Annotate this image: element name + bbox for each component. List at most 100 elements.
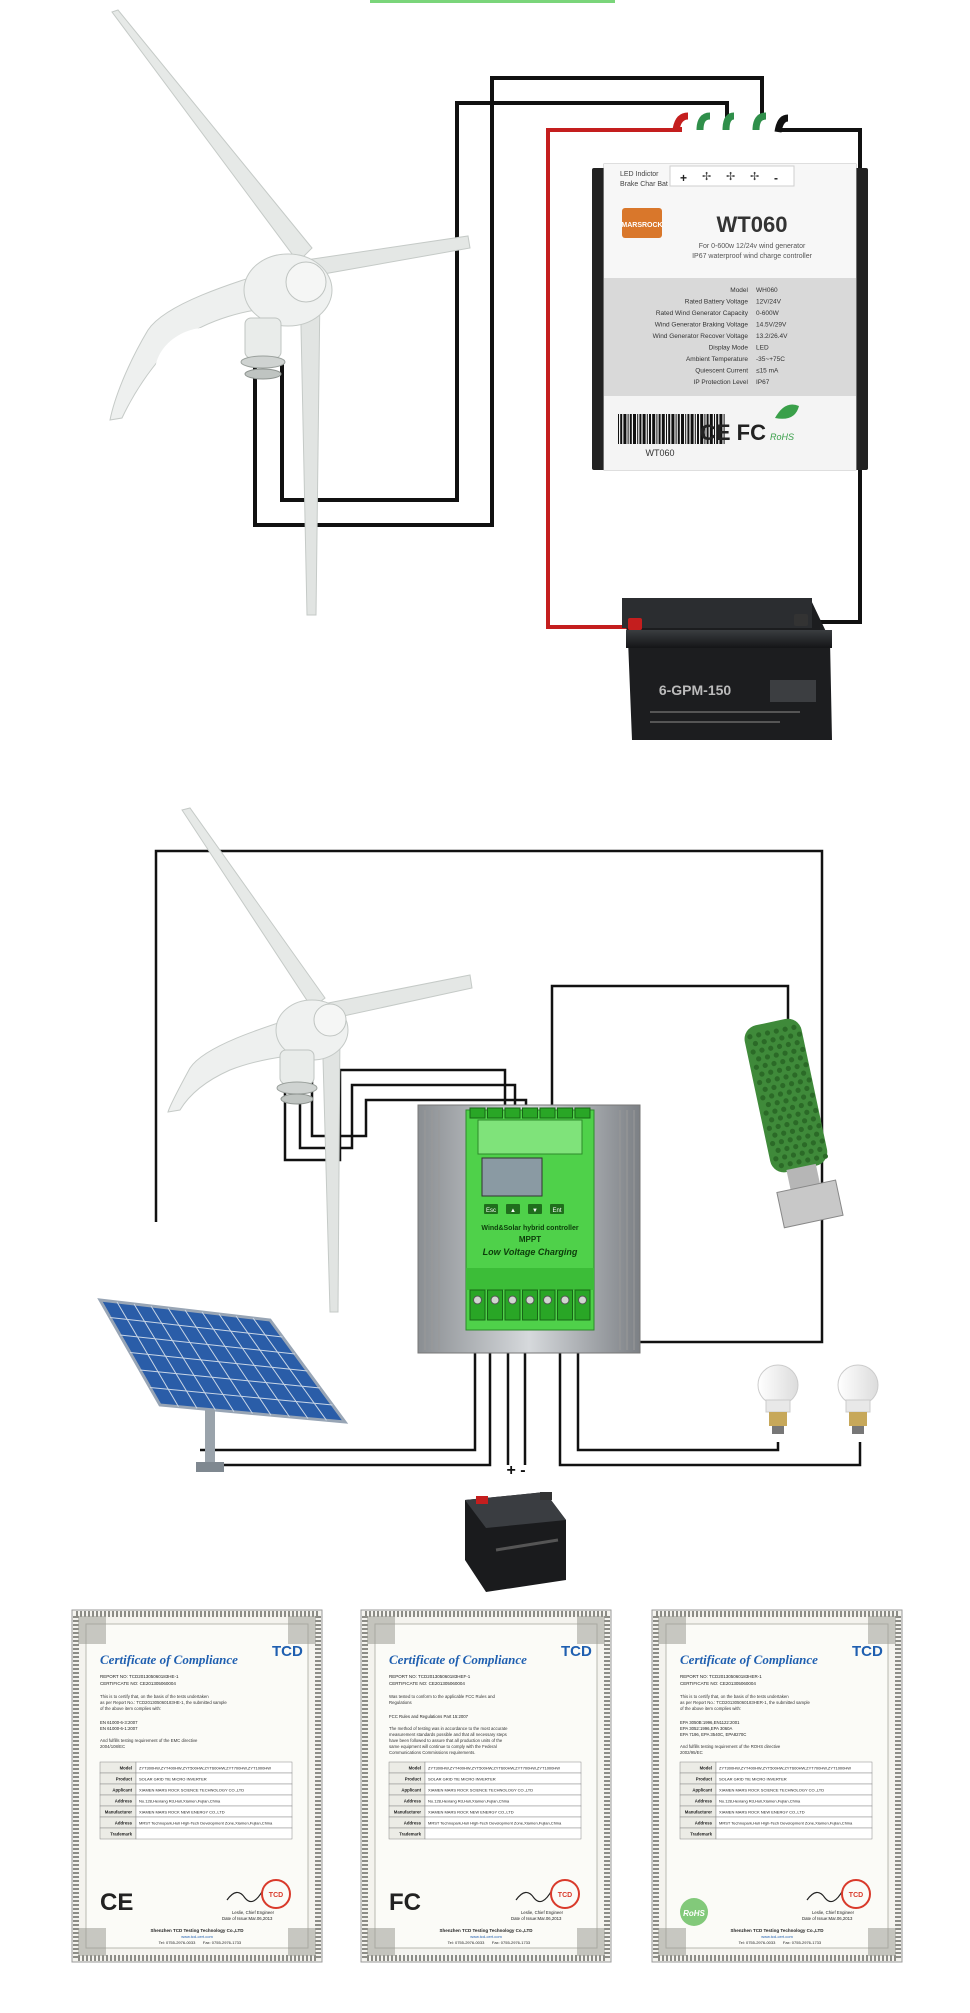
table-row-label: Product (405, 1777, 422, 1782)
signer: Leslie, Chief Engineer (812, 1910, 855, 1915)
ornament-corner-icon (367, 1616, 395, 1644)
turbine-symbol-icon: ✢ (750, 171, 759, 183)
table-row-label: Model (120, 1766, 132, 1771)
spec-label: Rated Wind Generator Capacity (656, 310, 749, 317)
rohs-leaf-icon (775, 404, 799, 419)
battery-model-label: 6-GPM-150 (659, 682, 732, 698)
hybrid-wiring-diagram: Esc▲▼Ent Wind&Solar hybrid controller MP… (97, 807, 879, 1592)
certificate-mark: RoHS (683, 1909, 705, 1918)
certificate-title: Certificate of Compliance (680, 1652, 818, 1667)
wire-solar-2 (200, 1330, 492, 1467)
brand-logo-icon (622, 208, 662, 238)
light-bulb-icon (757, 1364, 799, 1434)
signature-icon (806, 1889, 844, 1903)
signature-icon (226, 1889, 264, 1903)
certificate-title: Certificate of Compliance (100, 1652, 238, 1667)
certificate-intro: This is to certify that, on the basis of… (680, 1694, 789, 1699)
certificate-number: CERTIFICATE NO: CE201305060004 (389, 1681, 465, 1686)
spec-value: 0-600W (756, 310, 780, 317)
controller-key (484, 1204, 498, 1214)
brand-logo-text: MARSROCK (621, 222, 662, 229)
issue-date: Date of Issue:Mar.06,2013 (511, 1916, 562, 1921)
wire-turbine-2 (298, 1075, 517, 1150)
certificate-requirement: And fulfills testing requirement of the … (680, 1744, 781, 1749)
issue-date: Date of Issue:Mar.06,2013 (222, 1916, 273, 1921)
table-row-label: Product (116, 1777, 133, 1782)
ornament-corner-icon (78, 1928, 106, 1956)
stamp-label: TCD (849, 1892, 863, 1899)
turbine-symbol-icon: ✢ (726, 171, 735, 183)
controller-label-2: MPPT (519, 1235, 541, 1244)
signer: Leslie, Chief Engineer (232, 1910, 275, 1915)
top-wiring-diagram: + ✢ ✢ ✢ - LED Indictor Brake Char Bat MA… (109, 9, 868, 740)
certificate-intro: as per Report No.: TCD201305060183HE-1, … (100, 1700, 227, 1705)
footer-web: www.tcd-cert.com (181, 1934, 213, 1939)
dump-load-resistor-icon (744, 1018, 844, 1229)
battery-icon: 6-GPM-150 (622, 598, 832, 740)
table-row-value: ZYT300HW,ZYT400HW,ZYT500HW,ZYT600HW,ZYT7… (428, 1766, 560, 1771)
light-bulb-icon (837, 1364, 879, 1434)
tcd-logo: TCD (272, 1643, 303, 1660)
certificate-requirement: The method of testing was in accordance … (389, 1726, 508, 1731)
ornament-corner-icon (658, 1928, 686, 1956)
table-row-label: Address (404, 1799, 422, 1804)
certificate-standard: EN 61000-6-1:2007 (100, 1726, 138, 1731)
table-row-value: XIAMEN MARS ROCK NEW ENERGY CO.,LTD (719, 1810, 805, 1815)
table-row-label: Trademark (110, 1832, 132, 1837)
barcode-icon (618, 414, 725, 444)
table-row-label: Applicant (692, 1788, 712, 1793)
certificate-requirement: Communications Commissions requirements. (389, 1750, 475, 1755)
controller-button-row: Esc▲▼Ent (484, 1204, 564, 1214)
ornament-corner-icon (577, 1928, 605, 1956)
solar-panel-icon (97, 1298, 349, 1472)
wire-end-green-icon (752, 112, 767, 131)
table-row-value: XIAMEN MARS ROCK NEW ENERGY CO.,LTD (428, 1810, 514, 1815)
wire-end-red-icon (672, 112, 689, 131)
table-row-label: Product (696, 1777, 713, 1782)
spec-label: Model (730, 287, 748, 294)
spec-value: 14.5V/29V (756, 322, 787, 329)
certificate-requirement: measurement standards possible and that … (389, 1732, 507, 1737)
wire-resistor (550, 984, 790, 1130)
footer-web: www.tcd-cert.com (470, 1934, 502, 1939)
rohs-leaf-icon (680, 1898, 708, 1926)
certificate-number: CERTIFICATE NO: CE201305060004 (680, 1681, 756, 1686)
battery-icon (465, 1492, 566, 1592)
wire-end-green-icon (722, 112, 735, 131)
certificate-standard: EPA 7196, EPA 3540C, EPA8270C (680, 1732, 746, 1737)
table-row-label: Address (695, 1821, 713, 1826)
table-row-value: XIAMEN MARS ROCK SCIENCE TECHNOLOGY CO.,… (428, 1788, 533, 1793)
table-row-value: SOLAR GRID TIE MICRO INVERTER (139, 1777, 207, 1782)
wire-end-green-icon (696, 112, 711, 131)
footer-tel: Tel: 0755-2976-0033 (159, 1940, 196, 1945)
certificate-requirement: 2002/95/EC (680, 1750, 703, 1755)
controller-subtitle-1: For 0-600w 12/24v wind generator (699, 243, 806, 250)
terminal-minus: - (774, 171, 778, 185)
certificate-title: Certificate of Compliance (389, 1652, 527, 1667)
spec-label: Wind Generator Recover Voltage (653, 333, 749, 340)
wire-black-outer (253, 76, 764, 527)
footer-tel: Tel: 0755-2976-0033 (448, 1940, 485, 1945)
table-row-value: No.128,Hexiang Rd,Huli,Xiamen,Fujian,Chi… (428, 1799, 510, 1804)
certificate-intro: Regulations (389, 1700, 412, 1705)
spec-value: 13.2/26.4V (756, 333, 788, 340)
hybrid-controller: Esc▲▼Ent Wind&Solar hybrid controller MP… (417, 1104, 641, 1354)
table-row-value: No.128,Hexiang Rd,Huli,Xiamen,Fujian,Chi… (139, 1799, 221, 1804)
stamp-icon (841, 1879, 871, 1909)
spec-label: Ambient Temperature (686, 356, 748, 363)
certificate-intro: as per Report No.: TCD201305060183HER-1,… (680, 1700, 810, 1705)
wire-load-2 (576, 1330, 780, 1452)
footer-company: Shenzhen TCD Testing Technology Co.,LTD (731, 1928, 825, 1933)
footer-tel: Tel: 0755-2976-0033 (739, 1940, 776, 1945)
certificate-intro: of the above item complies with: (100, 1706, 161, 1711)
table-row-value: MRST Technopark,Huli High-Tech Developme… (428, 1821, 562, 1826)
table-row-label: Manufacturer (105, 1810, 133, 1815)
spec-label: Wind Generator Braking Voltage (655, 322, 749, 329)
table-row-label: Manufacturer (685, 1810, 713, 1815)
ornament-corner-icon (367, 1928, 395, 1956)
spec-value: IP67 (756, 379, 770, 386)
